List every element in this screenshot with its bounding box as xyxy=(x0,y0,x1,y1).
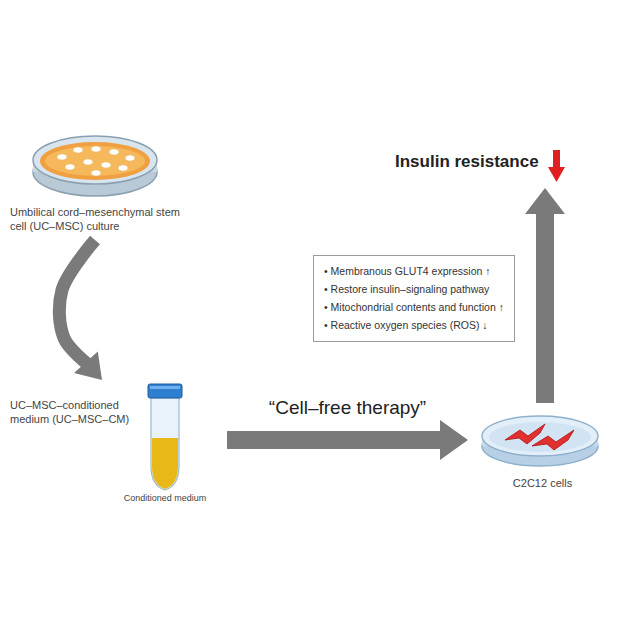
tube-label: Conditioned medium xyxy=(115,493,215,504)
flow-arrow xyxy=(227,420,468,460)
flow-arrow xyxy=(59,240,102,380)
effect-item: • Restore insulin–signaling pathway xyxy=(324,281,504,299)
decrease-arrow xyxy=(548,150,565,182)
arrow-head xyxy=(74,351,102,380)
outcome-label: Insulin resistance xyxy=(395,152,539,172)
arrow-head xyxy=(525,188,565,214)
arrow-shaft xyxy=(59,240,95,364)
medium-node: UC–MSC–conditioned medium (UC–MSC–CM) Con… xyxy=(10,380,225,508)
effect-item: • Reactive oxygen species (ROS) ↓ xyxy=(324,317,504,335)
arrow-head xyxy=(440,420,468,460)
edge-label: “Cell–free therapy” xyxy=(266,397,429,419)
culture-label: Umbilical cord–mesenchymal stem cell (UC… xyxy=(10,205,180,234)
effect-item: • Membranous GLUT4 expression ↑ xyxy=(324,263,504,281)
arrow-shaft xyxy=(227,431,443,449)
c2c12-node: C2C12 cells xyxy=(470,405,615,500)
cell-label: C2C12 cells xyxy=(470,477,615,489)
effects-box: • Membranous GLUT4 expression ↑• Restore… xyxy=(313,255,515,342)
effect-item: • Mitochondrial contents and function ↑ xyxy=(324,299,504,317)
culture-dish xyxy=(33,136,157,196)
medium-label: UC–MSC–conditioned medium (UC–MSC–CM) xyxy=(10,398,138,427)
culture-node: Umbilical cord–mesenchymal stem cell (UC… xyxy=(10,120,210,238)
flow-arrow xyxy=(525,188,565,403)
c2c12-dish xyxy=(482,416,598,466)
outcome-node: Insulin resistance xyxy=(395,146,570,186)
arrow-shaft xyxy=(536,211,554,403)
conditioned-medium-tube xyxy=(148,384,182,490)
